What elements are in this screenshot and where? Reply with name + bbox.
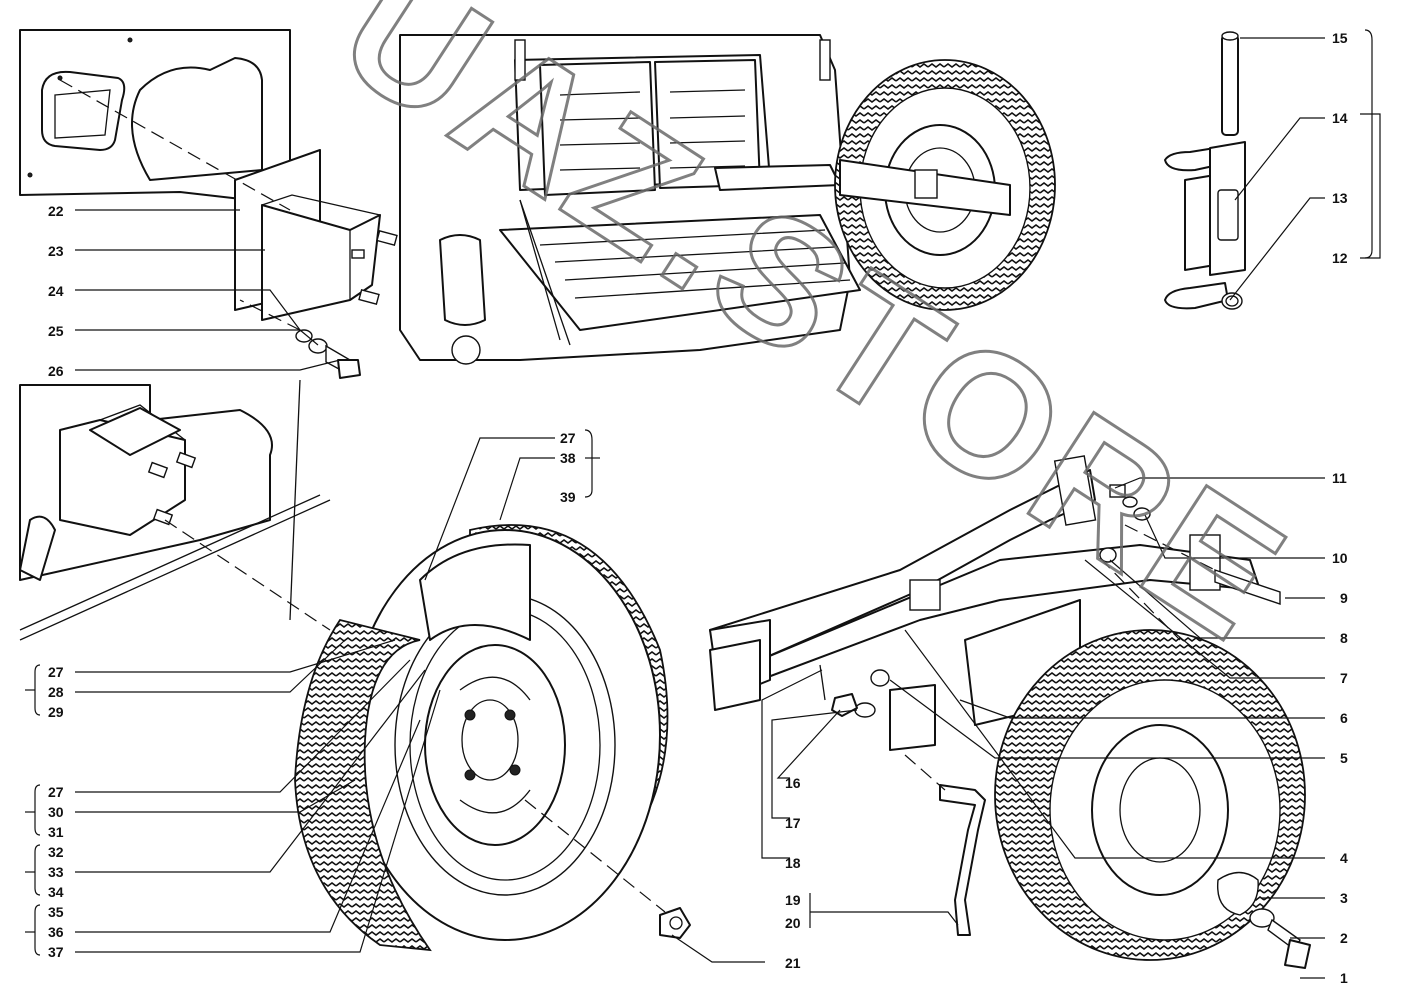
fasteners-right <box>819 484 1281 718</box>
callout-11: 11 <box>1332 470 1347 486</box>
callout-5: 5 <box>1340 750 1348 766</box>
callout-37: 37 <box>48 944 64 960</box>
callout-8: 8 <box>1340 630 1348 646</box>
callout-28: 28 <box>48 684 64 700</box>
callout-27-top: 27 <box>560 430 576 446</box>
callout-23: 23 <box>48 243 64 259</box>
callout-30: 30 <box>48 804 64 820</box>
side-panel-lower <box>19 384 331 641</box>
side-panel-upper <box>19 29 291 201</box>
callout-17: 17 <box>785 815 801 831</box>
callout-16: 16 <box>785 775 801 791</box>
callout-1: 1 <box>1340 970 1348 986</box>
spare-wheel-bracket-upper <box>234 149 398 321</box>
callout-14: 14 <box>1332 110 1348 126</box>
callout-32: 32 <box>48 844 64 860</box>
callout-7: 7 <box>1340 670 1348 686</box>
callout-6: 6 <box>1340 710 1348 726</box>
cargo-bed-assembly <box>399 34 861 365</box>
callout-35: 35 <box>48 904 64 920</box>
bolt-washer-assembly-upper <box>295 329 361 379</box>
callout-29: 29 <box>48 704 64 720</box>
callout-31: 31 <box>48 824 64 840</box>
wheel-nut-21 <box>659 907 691 939</box>
callout-15: 15 <box>1332 30 1348 46</box>
wheel-crank-handle <box>939 784 986 936</box>
callout-26: 26 <box>48 363 64 379</box>
callout-13: 13 <box>1332 190 1348 206</box>
callout-27-a: 27 <box>48 664 64 680</box>
spare-wheel-mounted-rear <box>834 59 1056 311</box>
callout-39: 39 <box>560 489 576 505</box>
wheel-bolt-assembly <box>1216 871 1311 969</box>
callout-4: 4 <box>1340 850 1348 866</box>
callout-10: 10 <box>1332 550 1348 566</box>
callout-38: 38 <box>560 450 576 466</box>
callout-20: 20 <box>785 915 801 931</box>
callout-18: 18 <box>785 855 801 871</box>
callout-33: 33 <box>48 864 64 880</box>
callout-labels: 15 14 13 12 11 10 9 8 7 6 5 4 3 2 1 16 1… <box>48 30 1348 986</box>
callout-12: 12 <box>1332 250 1348 266</box>
wheel-tyre-assembly <box>294 524 669 952</box>
leader-lines <box>25 29 1381 979</box>
latch-pin-assembly <box>1164 31 1246 310</box>
callout-34: 34 <box>48 884 64 900</box>
callout-2: 2 <box>1340 930 1348 946</box>
callout-25: 25 <box>48 323 64 339</box>
callout-3: 3 <box>1340 890 1348 906</box>
callout-22: 22 <box>48 203 64 219</box>
callout-21: 21 <box>785 955 801 971</box>
callout-9: 9 <box>1340 590 1348 606</box>
callout-19: 19 <box>785 892 801 908</box>
callout-27-b: 27 <box>48 784 64 800</box>
callout-24: 24 <box>48 283 64 299</box>
callout-36: 36 <box>48 924 64 940</box>
